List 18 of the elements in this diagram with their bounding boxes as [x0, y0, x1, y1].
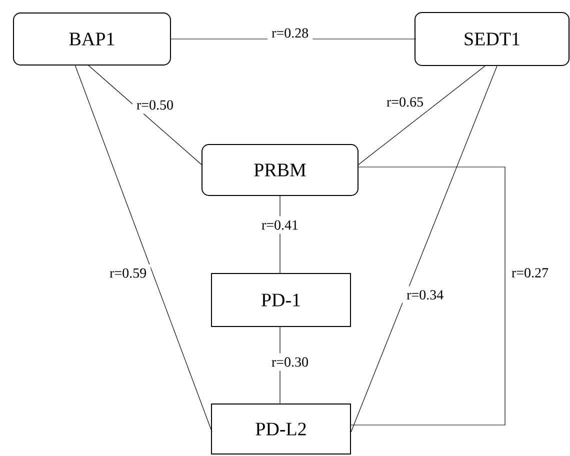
connector-line	[358, 66, 486, 166]
box: PD-L2	[211, 404, 351, 454]
edge-label: r=0.27	[507, 264, 553, 282]
edge-label: r=0.28	[268, 24, 313, 42]
rounded-box: BAP1	[13, 12, 171, 66]
edge-label: r=0.30	[267, 353, 313, 371]
connector-line	[350, 166, 506, 426]
connector-line	[74, 64, 212, 432]
rounded-box: PRBM	[202, 144, 358, 196]
edge-label: r=0.65	[382, 93, 428, 111]
edge-label: r=0.59	[106, 264, 151, 282]
edge-label: r=0.50	[132, 96, 178, 114]
edge-label: r=0.41	[257, 216, 303, 234]
box: PD-1	[211, 273, 351, 327]
connector-line	[350, 66, 498, 432]
rounded-box: SEDT1	[414, 12, 570, 66]
connector-line	[88, 64, 202, 166]
edge-label: r=0.34	[402, 286, 448, 304]
